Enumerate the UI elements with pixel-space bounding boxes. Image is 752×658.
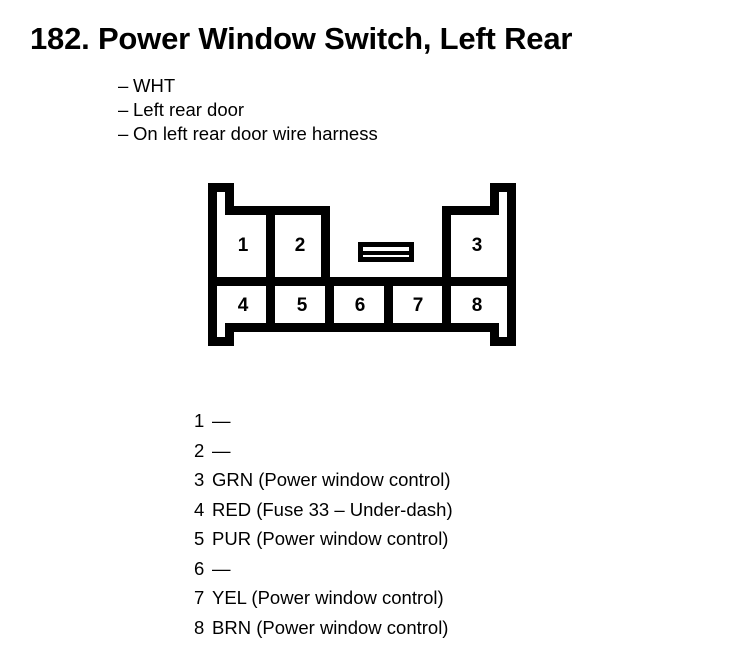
pin-description: —	[212, 410, 231, 431]
connector-notch-top-left-side	[225, 183, 234, 206]
pin-description: RED (Fuse 33 – Under-dash)	[212, 498, 453, 520]
subtitle-dash: –	[118, 123, 129, 144]
pin-description: BRN (Power window control)	[212, 616, 449, 638]
subtitle-line: –On left rear door wire harness	[118, 122, 378, 146]
subtitle-line: –WHT	[118, 74, 378, 98]
pin-list-item: 3 GRN (Power window control)	[194, 465, 453, 495]
pin-description: YEL (Power window control)	[212, 587, 444, 608]
subtitle-dash: –	[118, 99, 129, 120]
connector-shelf-left	[225, 206, 330, 215]
subtitle-text: Left rear door	[133, 99, 245, 120]
connector-cell-5: 5	[296, 295, 308, 316]
connector-divider-bottom-4	[442, 277, 451, 332]
connector-notch-bottom-right	[490, 337, 516, 346]
connector-locking-tab-bar	[363, 251, 409, 255]
pin-index: 5	[194, 528, 205, 549]
connector-cell-3: 3	[471, 235, 483, 256]
connector-notch-bottom-left-side	[225, 323, 234, 346]
connector-cell-6: 6	[354, 295, 366, 316]
connector-wall-left	[208, 183, 217, 346]
subtitle-line: –Left rear door	[118, 98, 378, 122]
connector-cell-1: 1	[237, 235, 249, 256]
connector-wall-right	[507, 183, 516, 346]
pin-index: 4	[194, 498, 205, 520]
connector-cell-4: 4	[237, 295, 249, 316]
subtitle-text: WHT	[133, 75, 176, 96]
connector-divider-bottom-2	[325, 277, 334, 332]
subtitle-list: –WHT –Left rear door –On left rear door …	[118, 74, 378, 146]
connector-shelf-right	[442, 206, 499, 215]
connector-row-divider	[208, 277, 516, 286]
subtitle-text: On left rear door wire harness	[133, 123, 378, 144]
connector-divider-bottom-3	[384, 277, 393, 332]
pin-list-item: 1—	[194, 406, 453, 436]
pin-description: —	[212, 557, 231, 579]
connector-divider-bottom-1	[266, 277, 275, 332]
connector-notch-top-right-side	[490, 183, 499, 206]
pin-list-item: 6—	[194, 554, 453, 584]
pin-list-item: 8 BRN (Power window control)	[194, 613, 453, 643]
connector-cell-2: 2	[294, 235, 306, 256]
connector-notch-bottom-right-side	[490, 323, 499, 346]
connector-diagram: 1 2 3 4 5 6 7 8	[208, 183, 516, 346]
connector-divider-top-2	[321, 206, 330, 286]
connector-locking-tab	[358, 242, 414, 262]
pin-description: —	[212, 439, 231, 461]
pin-list-item: 7 YEL (Power window control)	[194, 583, 453, 613]
pin-list-item: 2—	[194, 436, 453, 466]
pin-list-item: 4 RED (Fuse 33 – Under-dash)	[194, 495, 453, 525]
pin-index: 1	[194, 410, 205, 431]
connector-cell-7: 7	[412, 295, 424, 316]
pin-index: 3	[194, 469, 205, 490]
connector-notch-bottom-left	[208, 337, 234, 346]
connector-notch-top-left	[208, 183, 234, 192]
subtitle-dash: –	[118, 75, 129, 96]
connector-floor	[225, 323, 499, 332]
page-title: 182. Power Window Switch, Left Rear	[30, 21, 573, 56]
pin-description: GRN (Power window control)	[212, 469, 451, 490]
pin-index: 8	[194, 616, 205, 638]
pin-description: PUR (Power window control)	[212, 528, 449, 549]
connector-cell-8: 8	[471, 295, 483, 316]
pin-index: 6	[194, 557, 205, 579]
pin-index: 7	[194, 587, 205, 608]
pin-list-item: 5 PUR (Power window control)	[194, 524, 453, 554]
pin-index: 2	[194, 439, 205, 461]
connector-notch-top-right	[490, 183, 516, 192]
connector-divider-top-3	[442, 206, 451, 286]
connector-divider-top-1	[266, 206, 275, 286]
